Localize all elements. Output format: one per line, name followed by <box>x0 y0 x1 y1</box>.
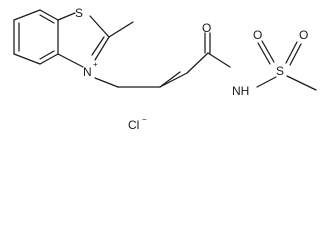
side-chain <box>94 32 231 88</box>
methyl-bond <box>108 21 134 38</box>
amide-nh-label: NH <box>232 84 249 98</box>
benzene-ring <box>13 9 59 65</box>
sulfonyl-group <box>256 40 317 91</box>
sulfonyl-sulfur-label: S <box>276 64 284 78</box>
ring-sulfur-label: S <box>75 6 83 20</box>
chemical-structure: S N + O NH S O O Cl − <box>13 6 317 132</box>
sulfonyl-oxygen-left-label: O <box>253 28 262 42</box>
thiazolium-ring <box>57 12 110 68</box>
chloride-label: Cl <box>128 118 139 132</box>
carbonyl-oxygen-label: O <box>202 21 211 35</box>
ring-nitrogen-charge: + <box>93 60 98 69</box>
ring-nitrogen-label: N <box>83 65 92 79</box>
sulfonyl-oxygen-right-label: O <box>299 28 308 42</box>
chloride-charge: − <box>142 115 147 124</box>
